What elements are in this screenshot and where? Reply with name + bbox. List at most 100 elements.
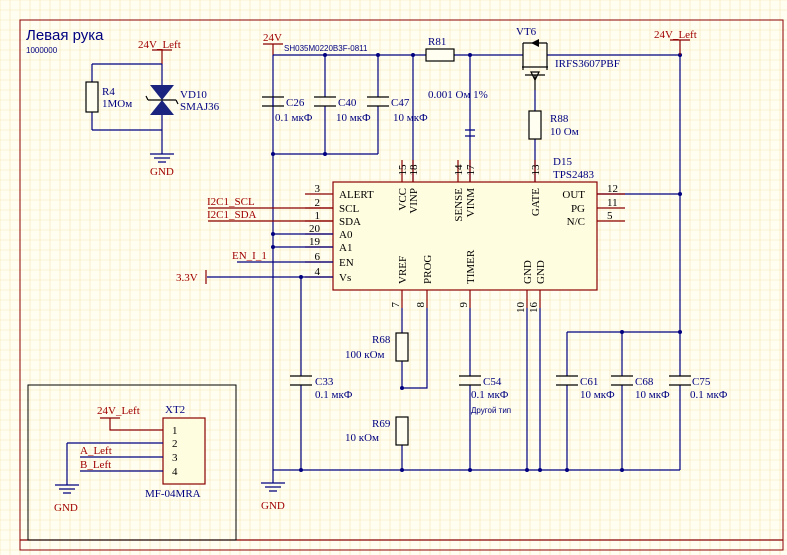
net-label-a-left: A_Left: [80, 445, 112, 457]
r68-resistor-symbol: [395, 332, 409, 362]
ic-pin-name-sense: SENSE: [453, 188, 465, 222]
c54-value: 0.1 мкФ: [471, 389, 509, 401]
r81-value: 0.001 Ом 1%: [428, 89, 488, 101]
vd10-diode-lower: [150, 100, 174, 115]
c68-ref: C68: [635, 376, 654, 388]
vd10-ref: VD10: [180, 89, 207, 101]
c61-value: 10 мкФ: [580, 389, 615, 401]
r81-ref: R81: [428, 36, 446, 48]
ic-pin-num-12: 12: [607, 183, 618, 195]
gnd-symbol-1: [150, 153, 174, 163]
net-label-sda: I2C1_SDA: [207, 209, 257, 221]
ic-pin-name-vinp: VINP: [408, 188, 420, 214]
c54-symbol: [459, 375, 481, 386]
ic-pin-name-scl: SCL: [339, 203, 359, 215]
shunt-part-label: SH035M0220B3F-0811: [284, 44, 368, 53]
gnd-label-2: GND: [261, 500, 285, 512]
gnd-label-1: GND: [150, 166, 174, 178]
net-label-24v-left-1: 24V_Left: [138, 39, 181, 51]
r4-vd10-block: 24V_Left R4 1МОм VD10 SMAJ36 GND: [85, 39, 220, 178]
ic-pin-name-en: EN: [339, 257, 354, 269]
ic-pin-name-prog-8: PROG: [422, 255, 434, 284]
ic-pin-num-18: 18: [408, 164, 420, 176]
ic-pin-name-vinm: VINM: [465, 188, 477, 218]
c26-value: 0.1 мкФ: [275, 112, 313, 124]
gnd-symbol-2: [261, 482, 285, 492]
gnd-label-3: GND: [54, 502, 78, 514]
xt2-pin-4: 4: [172, 466, 178, 478]
ic-pin-name-gnd-10: GND: [522, 260, 534, 284]
c33-symbol: [290, 375, 312, 386]
c47-symbol: [367, 96, 389, 107]
r88-value: 10 Ом: [550, 126, 579, 138]
r68-ref: R68: [372, 334, 391, 346]
r69-resistor-symbol: [395, 416, 409, 446]
net-label-b-left: B_Left: [80, 459, 111, 471]
c61-ref: C61: [580, 376, 598, 388]
vt6-ref: VT6: [516, 26, 537, 38]
c33-value: 0.1 мкФ: [315, 389, 353, 401]
ic-pin-num-9: 9: [458, 302, 470, 308]
ic-left-nets: I2C1_SCL I2C1_SDA EN_I_1 3.3V C33 0.1 мк…: [176, 196, 353, 470]
c47-ref: C47: [391, 97, 410, 109]
ic-pin-name-pg: PG: [571, 203, 585, 215]
ic-pin-num-6: 6: [315, 251, 321, 263]
c40-ref: C40: [338, 97, 357, 109]
vd10-diode-upper: [150, 85, 174, 100]
c33-ref: C33: [315, 376, 334, 388]
gnd-symbol-3: [55, 484, 79, 494]
d15-ref: D15: [553, 156, 572, 168]
c75-value: 0.1 мкФ: [690, 389, 728, 401]
r4-ref: R4: [102, 86, 115, 98]
xt2-pin-2: 2: [172, 438, 178, 450]
input-rail: 24V SH035M0220B3F-0811 C26 0.1 мкФ C40 1…: [262, 26, 697, 470]
vt6-mosfet-symbol: [522, 55, 548, 90]
ic-bottom-nets: R68 100 кОм R69 10 кОм C54 0.1 мкФ Друго…: [261, 308, 728, 512]
ic-pin-name-gate: GATE: [530, 188, 542, 216]
net-label-24v: 24V: [263, 32, 282, 44]
c54-ref: C54: [483, 376, 502, 388]
vt6-value: IRFS3607PBF: [555, 58, 620, 70]
ic-pin-num-20: 20: [309, 223, 321, 235]
xt2-pin-1: 1: [172, 425, 178, 437]
ic-pin-num-7: 7: [390, 302, 402, 308]
c54-note: Другой тип: [471, 406, 511, 415]
d15-body: [332, 181, 598, 291]
ic-pin-num-17: 17: [465, 164, 477, 176]
ic-pin-name-timer-9: TIMER: [465, 249, 477, 284]
ic-pin-name-vs: Vs: [339, 272, 351, 284]
ic-pin-name-a1: A1: [339, 242, 352, 254]
net-label-24v-left-2: 24V_Left: [654, 29, 697, 41]
ic-pin-name-out: OUT: [562, 189, 585, 201]
net-label-scl: I2C1_SCL: [207, 196, 255, 208]
r4-value: 1МОм: [102, 98, 132, 110]
ic-pin-num-14: 14: [453, 164, 465, 176]
ic-pin-num-11: 11: [607, 197, 618, 209]
r68-value: 100 кОм: [345, 349, 385, 361]
d15-value: TPS2483: [553, 169, 594, 181]
sheet-border: [19, 19, 784, 551]
ic-pin-name-alert: ALERT: [339, 189, 374, 201]
r69-ref: R69: [372, 418, 391, 430]
sheet-number: 1000000: [26, 46, 58, 55]
c40-value: 10 мкФ: [336, 112, 371, 124]
ic-pin-name-nc: N/C: [567, 216, 585, 228]
ic-pin-num-8: 8: [415, 302, 427, 308]
c40-symbol: [314, 96, 336, 107]
r81-shunt-symbol: [425, 48, 455, 62]
c75-ref: C75: [692, 376, 711, 388]
net-label-3v3: 3.3V: [176, 272, 198, 284]
vd10-value: SMAJ36: [180, 101, 220, 113]
c61-symbol: [556, 375, 578, 386]
xt2-ref: XT2: [165, 404, 185, 416]
ic-pin-num-1: 1: [315, 210, 321, 222]
ic-pin-num-5: 5: [607, 210, 613, 222]
ic-pin-num-3: 3: [315, 183, 321, 195]
r69-value: 10 кОм: [345, 432, 379, 444]
net-label-24v-left-3: 24V_Left: [97, 405, 140, 417]
xt2-value: MF-04MRA: [145, 488, 201, 500]
ic-pin-name-sda: SDA: [339, 216, 361, 228]
